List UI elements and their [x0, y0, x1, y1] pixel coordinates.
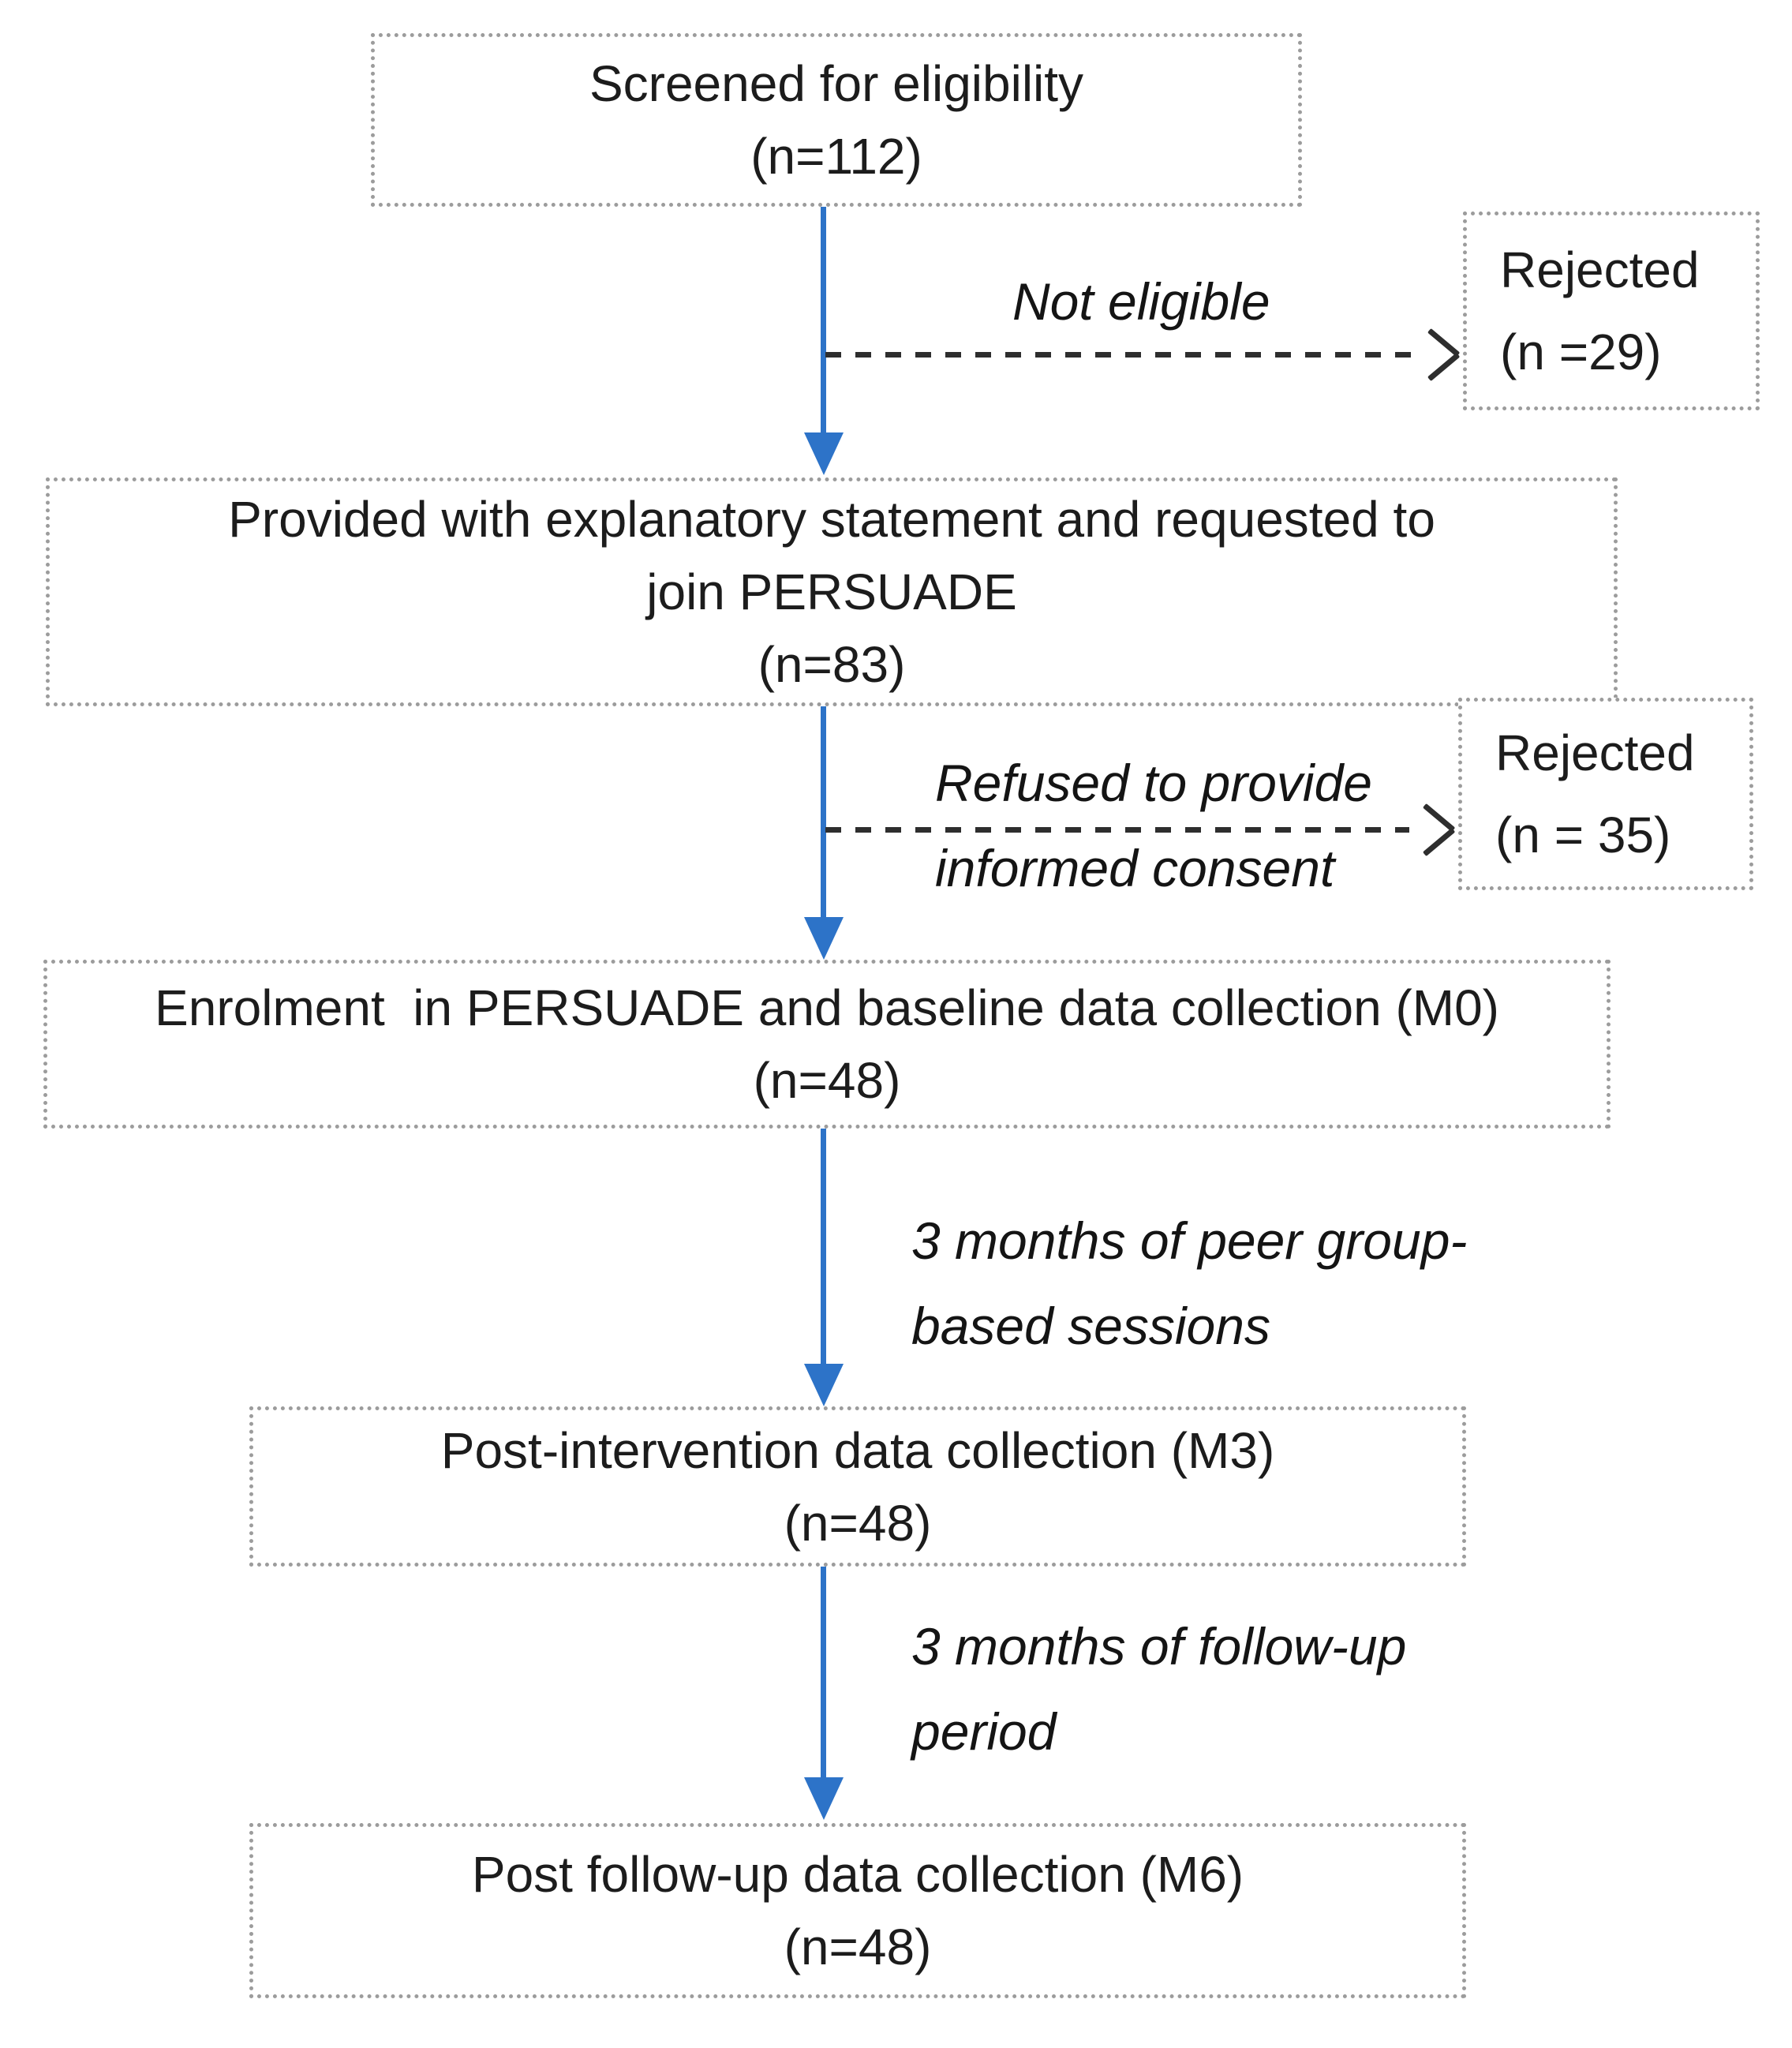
post-intervention-box-title: Post-intervention data collection (M3): [440, 1421, 1275, 1479]
screened-box-count: (n=112): [750, 128, 922, 185]
provided-box-line1: Provided with explanatory statement and …: [228, 491, 1435, 548]
followup-annotation-line1: 3 months of follow-up: [911, 1617, 1407, 1675]
rejected-2-title: Rejected: [1495, 724, 1695, 781]
screened-box-title: Screened for eligibility: [589, 55, 1084, 112]
arrow-postintervention-to-postfollowup-head: [804, 1777, 844, 1820]
post-followup-box-count: (n=48): [784, 1919, 932, 1975]
rejected-1-title: Rejected: [1500, 241, 1700, 298]
peer-sessions-annotation: 3 months of peer group- based sessions: [911, 1198, 1467, 1368]
arrow-postintervention-to-postfollowup-line: [821, 1567, 826, 1779]
arrow-provided-to-enrolment-line: [821, 706, 826, 919]
post-followup-box: Post follow-up data collection (M6) (n=4…: [249, 1823, 1466, 1998]
enrolment-box-count: (n=48): [753, 1052, 901, 1109]
rejected-box-2: Rejected (n = 35): [1458, 698, 1753, 890]
followup-annotation-line2: period: [911, 1702, 1057, 1761]
refused-consent-label-line2: informed consent: [935, 839, 1335, 897]
provided-box: Provided with explanatory statement and …: [46, 477, 1618, 706]
followup-annotation: 3 months of follow-up period: [911, 1604, 1406, 1774]
enrolment-box-title: Enrolment in PERSUADE and baseline data …: [155, 979, 1499, 1036]
rejected-1-count: (n =29): [1500, 324, 1662, 380]
provided-box-line2: join PERSUADE: [646, 563, 1017, 620]
peer-sessions-annotation-line2: based sessions: [911, 1297, 1270, 1355]
arrow-screened-to-provided-head: [804, 432, 844, 475]
post-intervention-box: Post-intervention data collection (M3) (…: [249, 1406, 1466, 1567]
peer-sessions-annotation-line1: 3 months of peer group-: [911, 1211, 1468, 1270]
dashed-arrow-refused-head: [1412, 802, 1453, 859]
not-eligible-label: Not eligible: [1012, 272, 1270, 331]
enrolment-box: Enrolment in PERSUADE and baseline data …: [43, 960, 1611, 1129]
dashed-arrow-not-eligible-head: [1417, 327, 1458, 384]
refused-consent-label: Refused to provide informed consent: [935, 740, 1372, 911]
arrow-screened-to-provided-line: [821, 207, 826, 434]
arrow-provided-to-enrolment-head: [804, 917, 844, 960]
refused-consent-label-line1: Refused to provide: [935, 754, 1373, 812]
provided-box-count: (n=83): [758, 636, 906, 693]
arrow-enrolment-to-postintervention-head: [804, 1364, 844, 1406]
dashed-arrow-not-eligible-line: [825, 352, 1413, 358]
rejected-box-1: Rejected (n =29): [1463, 212, 1760, 410]
screened-box: Screened for eligibility (n=112): [371, 33, 1302, 207]
post-intervention-box-count: (n=48): [784, 1494, 932, 1552]
rejected-2-count: (n = 35): [1495, 807, 1671, 863]
dashed-arrow-refused-line: [825, 827, 1409, 833]
arrow-enrolment-to-postintervention-line: [821, 1129, 826, 1365]
post-followup-box-title: Post follow-up data collection (M6): [471, 1846, 1244, 1903]
